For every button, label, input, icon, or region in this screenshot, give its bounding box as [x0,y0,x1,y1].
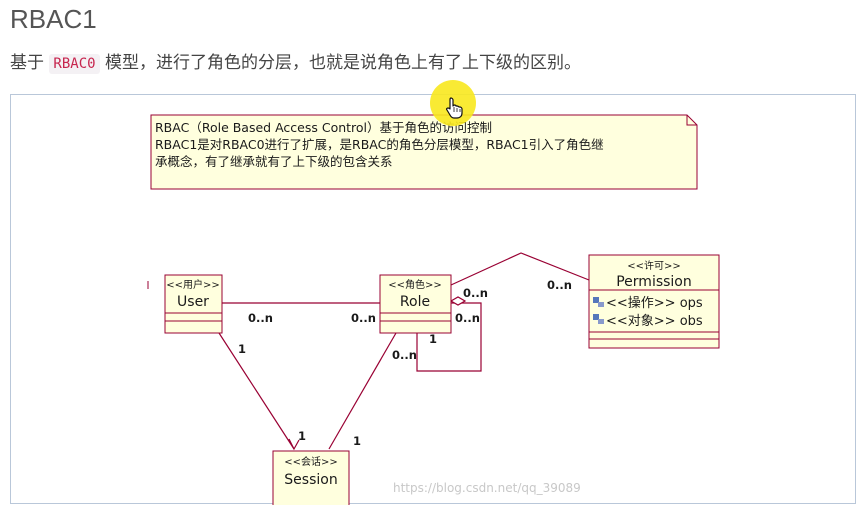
session-stereotype: <<会话>> [284,455,338,468]
role-class-name: Role [400,294,430,310]
user-stereotype: <<用户>> [166,278,220,291]
class-role: <<角色>> Role [379,274,452,334]
mult-role-self-2: 1 [429,332,437,346]
navigation-arrow [288,438,300,451]
user-class-name: User [177,294,209,310]
permission-stereotype: <<许可>> [627,260,681,272]
permission-attribute-obs: <<对象>> obs [606,314,703,329]
note-line-1: RBAC（Role Based Access Control）基于角色的访问控制 [155,120,492,135]
mult-user-session-user: 1 [238,342,246,356]
mult-role-perm-perm: 0..n [547,278,572,292]
mult-user-role-user: 0..n [248,311,273,325]
diagram-image: RBAC（Role Based Access Control）基于角色的访问控制… [10,94,856,505]
uml-class-diagram: RBAC（Role Based Access Control）基于角色的访问控制… [147,114,720,505]
class-session: <<会话>> Session [272,450,350,505]
mult-user-session-session: 1 [298,429,306,443]
user-session-association [218,332,295,450]
class-permission: <<许可>> Permission <<操作>> ops <<对象>> obs [588,254,720,349]
note-line-2: RBAC1是对RBAC0进行了扩展，是RBAC的角色分层模型，RBAC1引入了角… [155,137,604,152]
mult-user-role-role: 0..n [351,311,376,325]
intro-text-after: 模型，进行了角色的分层，也就是说角色上有了上下级的区别。 [104,53,581,73]
role-stereotype: <<角色>> [388,278,442,291]
permission-class-name: Permission [616,274,692,290]
article-intro: 基于 RBAC0 模型，进行了角色的分层，也就是说角色上有了上下级的区别。 [10,48,581,74]
role-self-association [416,302,482,372]
inline-code: RBAC0 [49,54,100,74]
multiplicity-labels: 0..n 0..n 0..n 0..n 0..n 1 0..n 1 1 1 [238,278,572,448]
class-user: <<用户>> User [147,274,223,334]
aggregation-diamond [449,296,467,306]
intro-text-before: 基于 [10,53,44,73]
note-line-3: 承概念，有了继承就有了上下级的包含关系 [155,154,393,169]
hand-pointer-icon [446,97,463,119]
session-class-name: Session [284,472,337,488]
watermark-text: https://blog.csdn.net/qq_39089 [393,481,581,495]
mult-role-perm-role: 0..n [463,286,488,300]
role-permission-association [450,252,590,286]
permission-attribute-ops: <<操作>> ops [606,295,703,311]
diagram-note: RBAC（Role Based Access Control）基于角色的访问控制… [150,114,698,190]
role-session-association [328,332,397,450]
association-lines [218,252,590,451]
attribute-icon [593,314,604,324]
attribute-icon [593,297,604,307]
mult-role-session-session: 1 [353,434,361,448]
mult-role-self-1: 0..n [455,311,480,325]
article-heading: RBAC1 [10,4,97,34]
mult-role-session-role: 0..n [392,348,417,362]
